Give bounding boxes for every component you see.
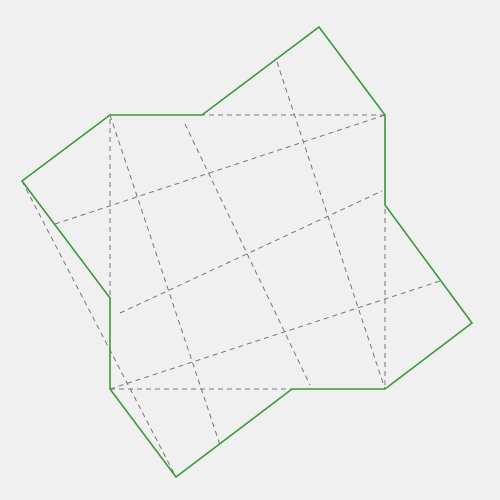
- dashed-lines: [21, 61, 441, 478]
- grid-line-ne-2: [119, 190, 383, 314]
- union-outline: [20, 25, 474, 479]
- grid-line-se-1: [109, 114, 221, 446]
- grid-line-se-3: [276, 61, 386, 390]
- rotated-edge-left: [21, 180, 177, 478]
- grid-line-ne-1: [54, 114, 386, 225]
- outline-group: [20, 25, 474, 479]
- grid-line-ne-3: [109, 280, 441, 390]
- grid-line-se-2: [184, 123, 311, 386]
